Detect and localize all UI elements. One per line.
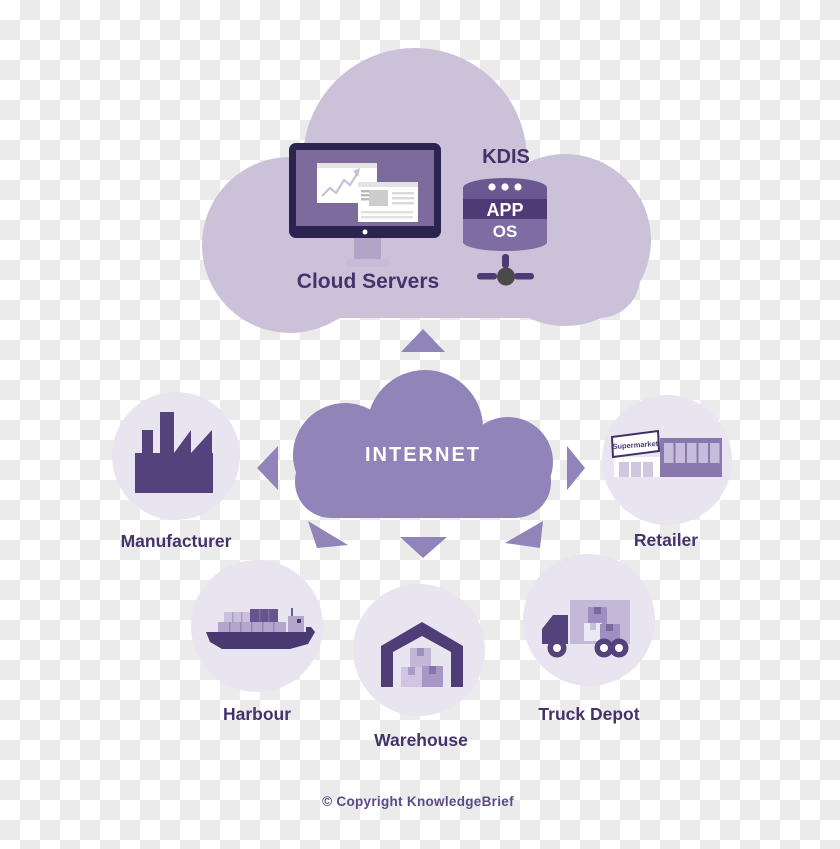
supermarket-doors [619,462,653,477]
chart-arrowhead [353,168,360,177]
internet-label: INTERNET [365,444,481,466]
arrow-down-left-icon [308,521,348,548]
copyright-text: © Copyright KnowledgeBrief [322,794,514,809]
arrow-down-right-icon [505,521,543,548]
db-dot [488,183,496,191]
ship-mast [291,608,293,617]
db-app-label: APP [486,200,523,220]
arrow-right-icon [567,446,585,490]
manufacturer-label: Manufacturer [120,531,232,551]
harbour-label: Harbour [222,704,292,724]
db-dot [501,183,509,191]
ship-hull [206,627,315,649]
supermarket-windows [664,443,720,463]
arrow-down-icon [400,537,447,558]
monitor-base [346,259,389,267]
database-icon: APP OS [463,178,547,286]
chart-line [321,173,358,197]
kdis-label: KDIS [482,146,530,168]
arrow-up-icon [401,329,445,352]
truck-packages [584,607,620,641]
arrow-left-icon [257,446,278,490]
truck-depot-label: Truck Depot [538,704,640,724]
supermarket-sign-text: Supermarket [612,439,659,451]
warehouse-boxes [401,648,443,687]
truck-icon [542,600,630,658]
document-window [358,182,418,222]
cloud-servers-label: Cloud Servers [296,270,440,293]
image-placeholder [369,190,388,206]
container-ship-icon [206,608,315,649]
ship-containers [218,609,286,632]
network-node-icon [477,254,534,286]
supermarket-sign [610,429,661,459]
warehouse-shed-icon [381,622,463,687]
db-dot [514,183,522,191]
monitor-icon [289,143,441,267]
factory-icon [135,412,213,493]
warehouse-label: Warehouse [374,730,468,750]
truck-wheels [547,638,629,658]
internet-cloud-shape [293,370,553,518]
supermarket-icon: Supermarket [610,429,722,477]
connection-arrows [257,329,585,558]
db-os-label: OS [493,222,518,241]
truck-cab [542,615,568,644]
ship-cabin [288,616,304,632]
retailer-label: Retailer [633,530,699,550]
warehouse-arch [381,622,463,687]
ship-window [297,619,301,623]
db-app-band [463,199,547,219]
monitor-power-dot [362,229,368,235]
monitor-stand [354,238,381,261]
